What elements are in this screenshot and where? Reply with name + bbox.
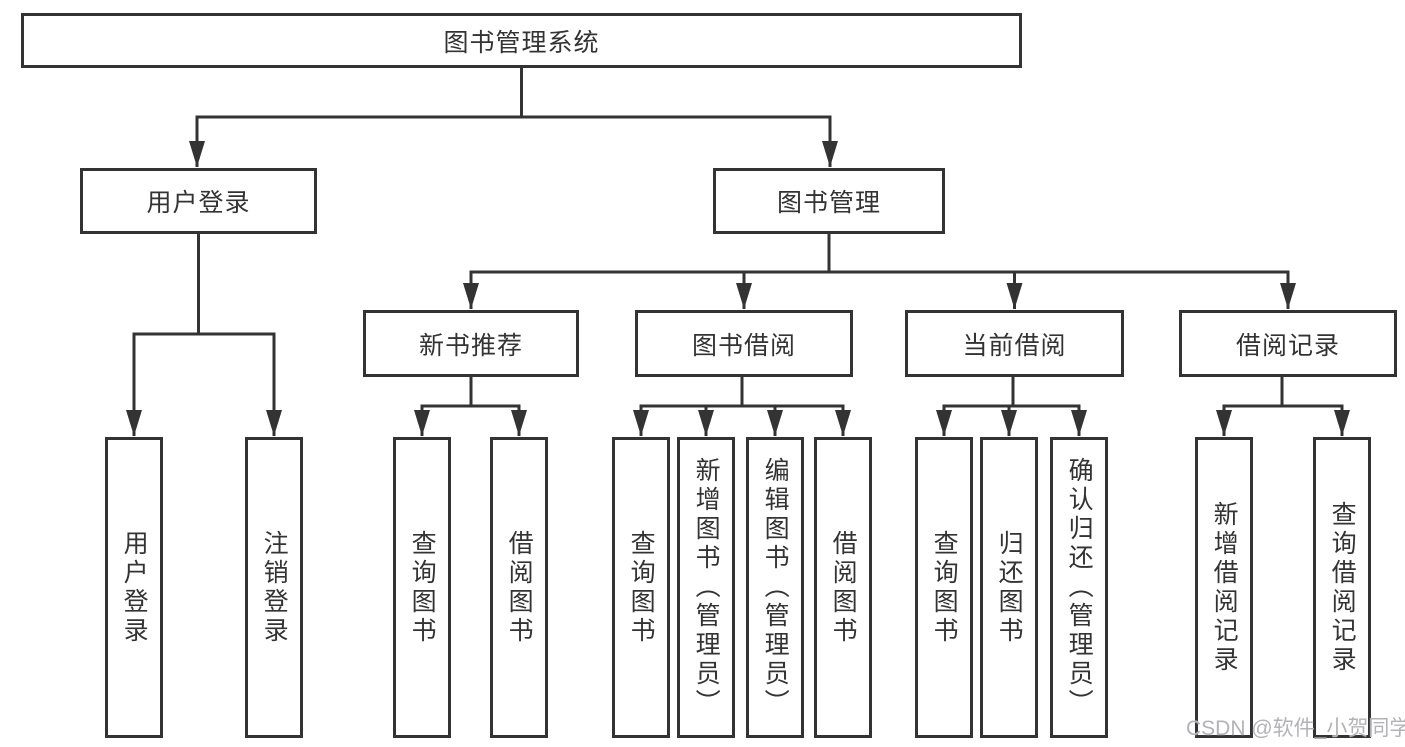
leaf-label: 查询图书 — [627, 529, 656, 646]
leaf-label: 借阅图书 — [829, 529, 858, 646]
node-label: 用户登录 — [146, 189, 251, 217]
node-label: 当前借阅 — [962, 331, 1067, 360]
leaf-query-books-borrow: 查询图书 — [612, 437, 670, 738]
leaf-add-borrow-record: 新增借阅记录 — [1195, 437, 1253, 738]
leaf-confirm-return-admin: 确认归还（管理员） — [1050, 437, 1108, 738]
leaf-label: 编辑图书（管理员） — [761, 457, 790, 718]
connector-new-book-recommend-to-leaves — [414, 377, 527, 436]
leaf-add-books-admin: 新增图书（管理员） — [677, 437, 735, 738]
node-book-borrowing: 图书借阅 — [635, 310, 853, 377]
leaf-label: 注销登录 — [260, 529, 289, 646]
leaf-label: 新增借阅记录 — [1210, 500, 1239, 675]
watermark: CSDN @软件_小贺同学 — [1186, 717, 1405, 740]
node-user-login: 用户登录 — [80, 168, 317, 234]
node-book-management: 图书管理 — [713, 168, 945, 234]
leaf-query-borrow-record: 查询借阅记录 — [1313, 437, 1371, 738]
connector-book-borrow-to-leaves — [633, 377, 851, 436]
leaf-label: 新增图书（管理员） — [692, 457, 721, 718]
leaf-label: 查询图书 — [408, 529, 437, 646]
connector-book-management-to-level3 — [463, 234, 1296, 309]
leaf-logout-login: 注销登录 — [245, 437, 303, 738]
leaf-return-books: 归还图书 — [980, 437, 1038, 738]
node-borrowing-records: 借阅记录 — [1179, 310, 1397, 377]
leaf-label: 确认归还（管理员） — [1065, 457, 1094, 718]
node-label: 图书借阅 — [691, 331, 796, 360]
connector-root-to-level2 — [189, 68, 838, 167]
node-label: 新书推荐 — [418, 331, 523, 360]
leaf-label: 查询借阅记录 — [1328, 500, 1357, 675]
leaf-label: 用户登录 — [120, 529, 149, 646]
connector-user-login-to-leaves — [126, 234, 282, 436]
leaf-query-books-recommend: 查询图书 — [393, 437, 451, 738]
node-current-borrowing: 当前借阅 — [905, 310, 1124, 377]
leaf-label: 查询图书 — [930, 529, 959, 646]
connector-borrow-records-to-leaves — [1216, 377, 1350, 436]
connector-current-borrow-to-leaves — [936, 377, 1087, 436]
leaf-user-login: 用户登录 — [105, 437, 163, 738]
leaf-label: 归还图书 — [995, 529, 1024, 646]
node-new-book-recommendation: 新书推荐 — [363, 310, 579, 377]
node-label: 借阅记录 — [1235, 331, 1340, 360]
leaf-borrow-books-recommend: 借阅图书 — [490, 437, 548, 738]
leaf-label: 借阅图书 — [505, 529, 534, 646]
leaf-query-books-current: 查询图书 — [915, 437, 973, 738]
leaf-edit-books-admin: 编辑图书（管理员） — [746, 437, 804, 738]
leaf-borrow-books: 借阅图书 — [814, 437, 872, 738]
node-label: 图书管理系统 — [443, 28, 600, 57]
node-library-management-system: 图书管理系统 — [21, 13, 1022, 68]
node-label: 图书管理 — [776, 189, 881, 217]
